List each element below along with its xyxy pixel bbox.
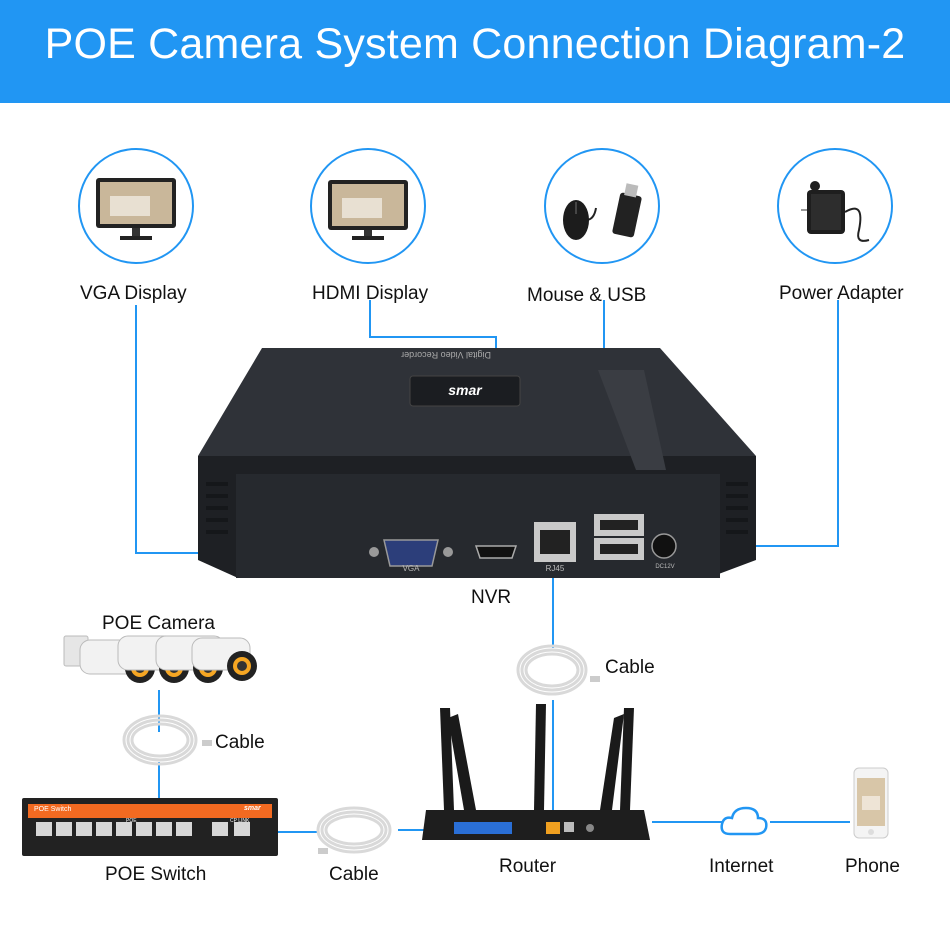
power-adapter-label: Power Adapter <box>779 283 904 304</box>
power-adapter-circle <box>777 148 893 264</box>
poe-camera-label: POE Camera <box>102 613 215 634</box>
vga-port-label: VGA <box>402 564 420 573</box>
switch-uplink-text: CP LINK <box>230 818 250 824</box>
nvr-top-text: Digital Video Recorder <box>401 350 491 360</box>
page-title: POE Camera System Connection Diagram-2 <box>44 20 906 68</box>
mouse-icon <box>563 183 642 240</box>
phone-label: Phone <box>845 856 900 877</box>
usb-dongle-icon <box>612 183 642 238</box>
hdmi-display-label: HDMI Display <box>312 283 429 304</box>
monitor-icon <box>328 180 408 240</box>
switch-brand-right: smar <box>244 805 261 812</box>
cloud-icon <box>720 806 768 836</box>
phone-icon <box>853 767 889 839</box>
vga-display-label: VGA Display <box>80 283 187 304</box>
mouse-usb-label: Mouse & USB <box>527 285 647 306</box>
camera-icon <box>63 635 257 683</box>
cable-left-label: Cable <box>215 732 265 753</box>
poe-switch-label: POE Switch <box>105 864 207 885</box>
rj45-port-label: RJ45 <box>545 564 565 573</box>
cable-left-icon <box>122 714 212 766</box>
cable-top-label: Cable <box>605 657 655 678</box>
nvr-brand: smar <box>448 382 482 398</box>
hdmi-display-circle <box>310 148 426 264</box>
cable-bottom-label: Cable <box>329 864 379 885</box>
nvr-label: NVR <box>471 587 512 608</box>
switch-brand-left: POE Switch <box>34 806 72 813</box>
switch-poe-text: POE <box>126 818 137 824</box>
title-banner: POE Camera System Connection Diagram-2 <box>0 0 950 103</box>
cable-bottom-icon <box>316 806 392 854</box>
monitor-icon <box>96 178 176 240</box>
mouse-usb-circle <box>544 148 660 264</box>
internet-label: Internet <box>709 856 774 877</box>
router-icon <box>422 704 650 840</box>
switch-icon <box>22 798 278 856</box>
power-adapter-icon <box>801 181 870 242</box>
dc-port-label: DC12V <box>655 564 675 570</box>
cable-top-icon <box>516 644 600 696</box>
vga-display-circle <box>78 148 194 264</box>
router-label: Router <box>499 856 557 877</box>
